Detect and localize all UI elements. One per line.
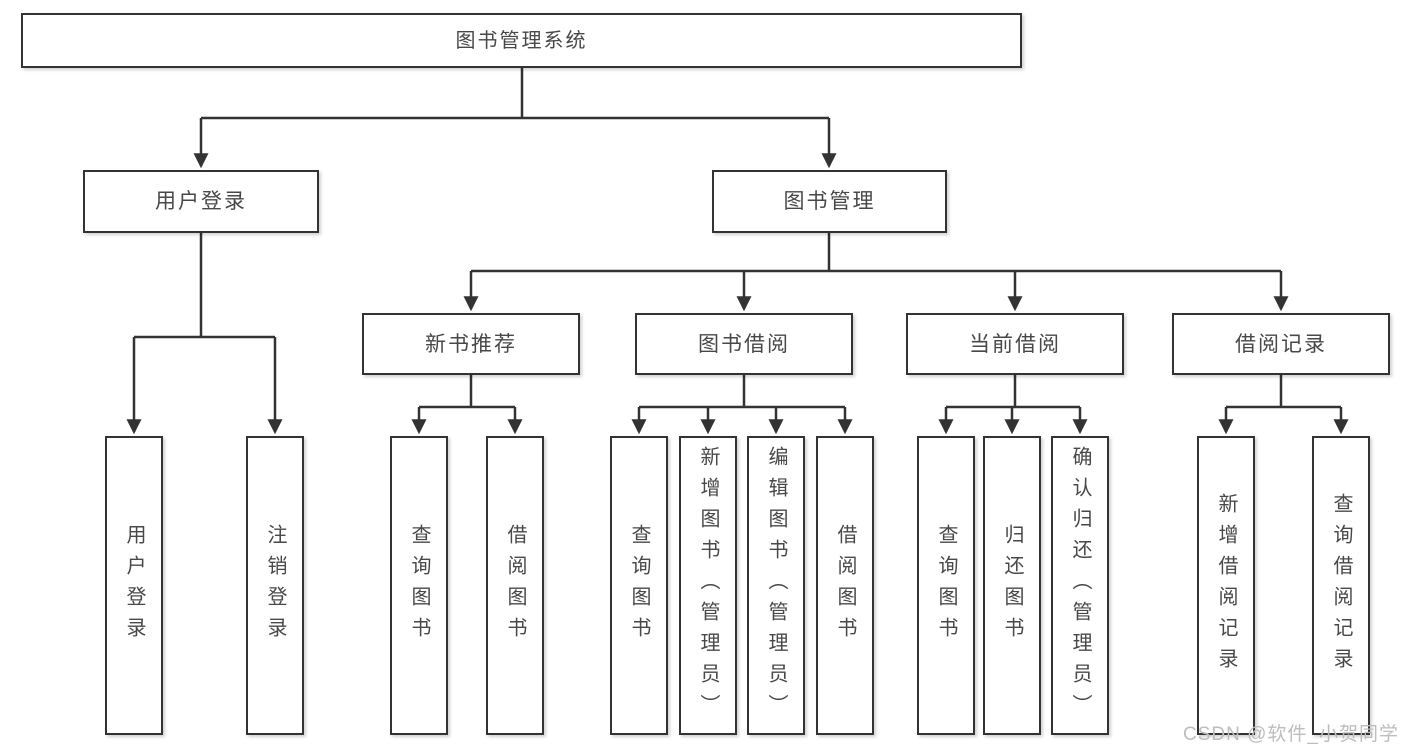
node-leaf-confirm-return-admin: 确认归还（管理员） xyxy=(1051,436,1109,735)
node-leaf-query-books-recommend: 查询图书 xyxy=(390,436,448,735)
node-label: 注销登录 xyxy=(264,523,286,648)
csdn-watermark: CSDN @软件_小贺同学 xyxy=(1183,724,1399,745)
node-leaf-query-books-borrowing: 查询图书 xyxy=(610,436,668,735)
node-user-login: 用户登录 xyxy=(83,170,319,233)
node-book-management: 图书管理 xyxy=(712,170,947,233)
node-book-borrowing: 图书借阅 xyxy=(635,313,853,375)
node-label: 图书管理 xyxy=(783,190,876,213)
node-current-borrowing: 当前借阅 xyxy=(906,313,1124,375)
node-label: 用户登录 xyxy=(123,523,145,648)
node-leaf-borrow-books-recommend: 借阅图书 xyxy=(486,436,544,735)
node-label: 借阅图书 xyxy=(834,523,856,648)
node-leaf-borrow-books: 借阅图书 xyxy=(816,436,874,735)
node-label: 新书推荐 xyxy=(425,332,517,356)
node-leaf-query-borrow-record: 查询借阅记录 xyxy=(1312,436,1370,735)
node-leaf-add-books-admin: 新增图书（管理员） xyxy=(679,436,737,735)
node-leaf-query-books-current: 查询图书 xyxy=(917,436,975,735)
node-leaf-add-borrow-record: 新增借阅记录 xyxy=(1197,436,1255,735)
node-leaf-edit-books-admin: 编辑图书（管理员） xyxy=(747,436,805,735)
node-new-book-recommend: 新书推荐 xyxy=(362,313,580,375)
node-label: 图书管理系统 xyxy=(455,29,588,52)
node-system-root: 图书管理系统 xyxy=(21,13,1022,68)
node-label: 查询图书 xyxy=(935,523,957,648)
node-label: 借阅记录 xyxy=(1235,332,1327,356)
node-label: 查询图书 xyxy=(408,523,430,648)
node-label: 借阅图书 xyxy=(504,523,526,648)
node-label: 新增图书（管理员） xyxy=(697,446,719,725)
node-leaf-logout: 注销登录 xyxy=(246,436,304,735)
node-label: 编辑图书（管理员） xyxy=(765,446,787,725)
node-leaf-user-login: 用户登录 xyxy=(105,436,163,735)
node-label: 图书借阅 xyxy=(698,332,790,356)
node-borrowing-records: 借阅记录 xyxy=(1172,313,1390,375)
node-label: 查询借阅记录 xyxy=(1330,492,1352,679)
node-label: 查询图书 xyxy=(628,523,650,648)
node-leaf-return-books: 归还图书 xyxy=(983,436,1041,735)
node-label: 归还图书 xyxy=(1001,523,1023,648)
node-label: 用户登录 xyxy=(155,190,247,213)
node-label: 当前借阅 xyxy=(969,332,1061,356)
node-label: 新增借阅记录 xyxy=(1215,492,1237,679)
node-label: 确认归还（管理员） xyxy=(1069,446,1091,725)
